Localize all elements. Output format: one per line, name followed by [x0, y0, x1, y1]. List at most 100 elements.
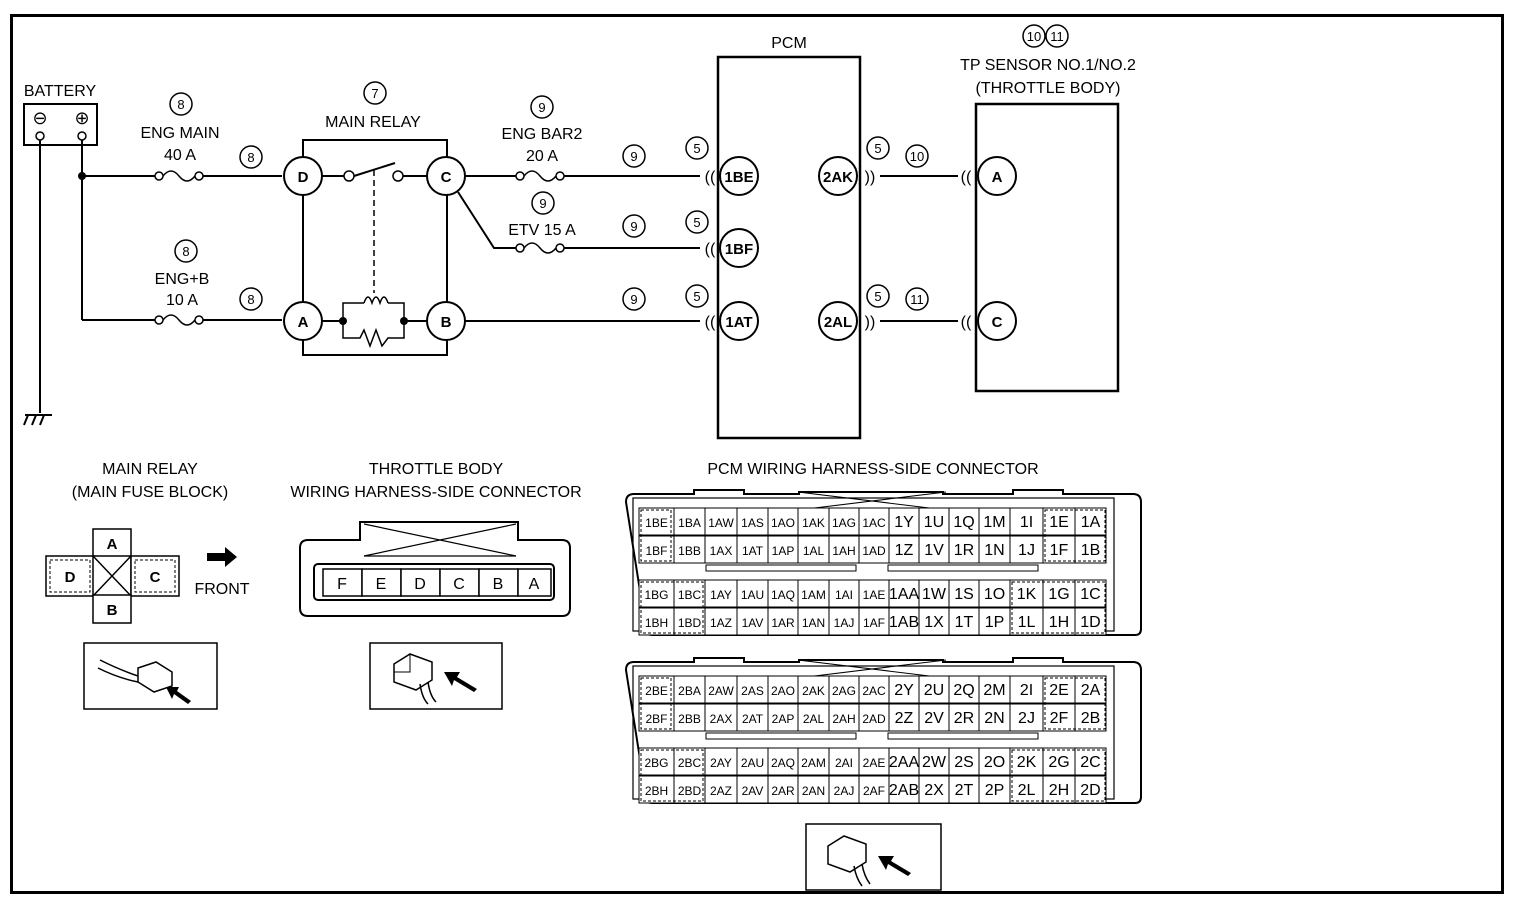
pcm-cell-1q: 1Q [948, 507, 980, 536]
pcm-cell-1g: 1G [1042, 579, 1076, 608]
pcm-cell-2q: 2Q [948, 675, 980, 704]
pcm-cell-2ba: 2BA [673, 675, 706, 704]
tp-sensor-subtitle: (THROTTLE BODY) [976, 80, 1121, 97]
pcm-cell-2x: 2X [918, 775, 950, 804]
svg-text:2AT: 2AT [742, 712, 764, 726]
svg-text:1U: 1U [924, 514, 944, 531]
pcm-cell-2f: 2F [1042, 703, 1076, 732]
svg-text:1AY: 1AY [710, 588, 732, 602]
relay-pin-b: B [441, 314, 452, 331]
pcm-cell-1b: 1B [1074, 535, 1107, 564]
svg-text:2AO: 2AO [771, 684, 795, 698]
svg-text:1T: 1T [955, 614, 974, 631]
pcm-cell-1p: 1P [978, 607, 1011, 636]
pcm-cell-1al: 1AL [797, 535, 830, 564]
pcm-cell-1ah: 1AH [828, 535, 860, 564]
tb-pin-e: E [376, 576, 387, 593]
svg-text:2D: 2D [1080, 782, 1100, 799]
ground-icon [23, 414, 52, 426]
svg-text:2BG: 2BG [644, 756, 668, 770]
svg-text:2A: 2A [1081, 682, 1101, 699]
pcm-cell-1s: 1S [948, 579, 980, 608]
pcm-cell-1bg: 1BG [638, 579, 675, 608]
svg-text:1X: 1X [924, 614, 944, 631]
svg-text:2N: 2N [984, 710, 1004, 727]
pcm-cell-1bh: 1BH [638, 607, 675, 636]
pcm-cell-2be: 2BE [638, 675, 675, 704]
svg-text:2AK: 2AK [802, 684, 825, 698]
svg-text:2AL: 2AL [803, 712, 825, 726]
pcm-pin-1bf: 5 (( 1BF [685, 210, 759, 268]
pcm-box [716, 55, 862, 440]
pcm-cell-1bc: 1BC [673, 579, 706, 608]
pcm-cell-2ae: 2AE [858, 747, 890, 776]
pcm-cell-2r: 2R [948, 703, 980, 732]
svg-text:2Q: 2Q [953, 682, 974, 699]
battery-minus: ⊖ [32, 108, 47, 128]
eng-b-rating: 10 A [166, 292, 198, 309]
svg-text:2BF: 2BF [645, 712, 667, 726]
svg-text:2AU: 2AU [741, 756, 764, 770]
svg-text:1AF: 1AF [863, 616, 885, 630]
pcm-cell-2av: 2AV [736, 775, 769, 804]
svg-text:1AU: 1AU [741, 588, 764, 602]
svg-text:2Z: 2Z [895, 710, 914, 727]
svg-text:2AF: 2AF [863, 784, 885, 798]
pcm-cell-2d: 2D [1074, 775, 1107, 804]
pcm-cell-2aj: 2AJ [828, 775, 860, 804]
pcm-cell-2ap: 2AP [767, 703, 799, 732]
pcm-cell-1af: 1AF [858, 607, 890, 636]
pcm-cell-1i: 1I [1009, 507, 1044, 536]
pcm-cell-2ad: 2AD [858, 703, 890, 732]
svg-text:A: A [992, 169, 1003, 186]
pcm-cell-2bd: 2BD [673, 775, 706, 804]
main-relay-connector [45, 528, 180, 624]
pcm-cell-1bf: 1BF [638, 535, 675, 564]
svg-text:1AE: 1AE [863, 588, 886, 602]
eng-main-ref: 8 [177, 97, 184, 112]
pcm-cell-1w: 1W [918, 579, 950, 608]
tp-pin-c: (( C [961, 301, 1017, 341]
pcm-cell-1ax: 1AX [704, 535, 738, 564]
pcm-cell-2bb: 2BB [673, 703, 706, 732]
pcm-cell-2ar: 2AR [767, 775, 799, 804]
pcm-cell-1v: 1V [918, 535, 950, 564]
svg-text:2R: 2R [954, 710, 974, 727]
tb-pin-f: F [337, 576, 347, 593]
pcm-cell-2g: 2G [1042, 747, 1076, 776]
svg-text:1P: 1P [985, 614, 1005, 631]
pcm-cell-1ag: 1AG [828, 507, 860, 536]
pcm-cell-2j: 2J [1009, 703, 1044, 732]
svg-text:1AJ: 1AJ [834, 616, 855, 630]
svg-text:1BH: 1BH [645, 616, 668, 630]
svg-text:1AH: 1AH [832, 544, 855, 558]
svg-text:1A: 1A [1081, 514, 1101, 531]
battery-label: BATTERY [24, 83, 97, 100]
pcm-title: PCM [771, 35, 807, 52]
svg-text:1AS: 1AS [741, 516, 764, 530]
svg-text:1BD: 1BD [678, 616, 702, 630]
tp-wire-ref-11: 11 [910, 292, 924, 307]
pcm-cell-2h: 2H [1042, 775, 1076, 804]
svg-text:2BB: 2BB [678, 712, 701, 726]
relay-resistor-icon [342, 321, 405, 349]
svg-text:2AM: 2AM [801, 756, 826, 770]
svg-text:2AG: 2AG [832, 684, 856, 698]
svg-text:2F: 2F [1050, 710, 1069, 727]
svg-text:2AS: 2AS [741, 684, 764, 698]
svg-text:2AA: 2AA [889, 754, 920, 771]
pcm-cell-2af: 2AF [858, 775, 890, 804]
diagram-frame [10, 14, 1504, 894]
pcm-cell-1au: 1AU [736, 579, 769, 608]
pcm-cell-1as: 1AS [736, 507, 769, 536]
pcm-cell-1ae: 1AE [858, 579, 890, 608]
etv-wire-ref: 9 [630, 219, 637, 234]
tp-sensor-title: TP SENSOR NO.1/NO.2 [960, 57, 1136, 74]
svg-text:C: C [992, 314, 1003, 331]
svg-text:2W: 2W [922, 754, 947, 771]
svg-text:1AX: 1AX [710, 544, 733, 558]
pcm-cell-2as: 2AS [736, 675, 769, 704]
svg-text:5: 5 [874, 141, 881, 156]
